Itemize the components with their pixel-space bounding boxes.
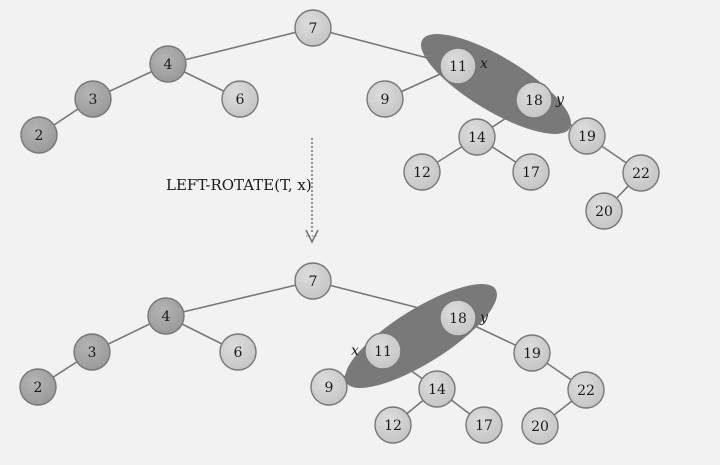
tree-node-after-7: 7 [294,262,332,300]
tree-node-after-9: 9 [310,368,348,406]
node-circle [74,80,112,118]
tree-node-after-19: 19 [513,334,551,372]
tree-node-before-2: 2 [20,116,58,154]
tree-node-before-7: 7 [294,9,332,47]
tree-node-after-12: 12 [374,406,412,444]
node-circle [458,118,496,156]
node-key: 2 [35,128,44,144]
rotation-highlight-before [420,34,572,134]
node-key: 17 [522,165,540,181]
tree-edge-after-7-18 [312,280,459,319]
tree-node-after-20: 20 [521,407,559,445]
node-circle [439,47,477,85]
tree-node-before-6: 6 [221,80,259,118]
nodes-layer: 7 4 3 2 6 11 x 9 18 y 14 12 17 19 22 20 7 4 3 2 6 18 y 11 x 9 14 12… [19,9,660,445]
node-key: 11 [449,59,467,75]
node-circle [568,117,606,155]
tree-edge-after-7-4 [165,280,314,317]
node-circle [418,370,456,408]
edges-layer [37,27,642,427]
rotate-arrow [305,138,319,244]
tree-node-before-14: 14 [458,118,496,156]
node-key: 20 [595,204,613,220]
node-key: 2 [34,380,43,396]
tree-node-after-22: 22 [567,371,605,409]
tree-node-before-12: 12 [403,153,441,191]
node-key: 22 [632,166,650,182]
node-key: 18 [449,311,467,327]
node-key: 4 [164,57,173,73]
node-circle [567,371,605,409]
node-circle [294,9,332,47]
tree-edge-before-7-4 [167,27,314,65]
node-key: 4 [162,309,171,325]
node-key: 9 [381,92,390,108]
tree-node-before-4: 4 [149,45,187,83]
node-key: 22 [577,383,595,399]
node-circle [149,45,187,83]
tree-node-after-4: 4 [147,297,185,335]
node-circle [294,262,332,300]
node-key: 6 [236,92,245,108]
tree-node-before-22: 22 [622,154,660,192]
node-circle [310,368,348,406]
node-key: 11 [374,344,392,360]
node-key: 3 [89,92,98,108]
node-circle [403,153,441,191]
node-key: 9 [325,380,334,396]
tree-edge-before-7-11 [312,27,459,67]
node-key: 17 [475,418,493,434]
tree-node-before-9: 9 [366,80,404,118]
node-circle [19,368,57,406]
node-circle [374,406,412,444]
node-circle [73,333,111,371]
node-key: 12 [384,418,402,434]
node-circle [366,80,404,118]
tree-node-after-3: 3 [73,333,111,371]
tree-node-before-11: 11 x [439,47,488,85]
node-key: 19 [523,346,541,362]
node-key: 3 [88,345,97,361]
node-circle [521,407,559,445]
node-circle [622,154,660,192]
node-tag-x: x [480,56,488,72]
node-circle [147,297,185,335]
node-tag-y: y [555,92,565,108]
node-key: 14 [468,130,486,146]
tree-node-before-17: 17 [512,153,550,191]
node-circle [20,116,58,154]
node-circle [513,334,551,372]
node-circle [465,406,503,444]
tree-node-after-11: 11 x [351,332,402,370]
node-circle [439,299,477,337]
node-key: 20 [531,419,549,435]
tree-node-after-2: 2 [19,368,57,406]
node-circle [512,153,550,191]
node-tag-x: x [351,343,359,359]
node-key: 12 [413,165,431,181]
node-key: 14 [428,382,446,398]
tree-node-after-6: 6 [219,333,257,371]
tree-node-before-18: 18 y [515,81,565,119]
node-key: 18 [525,93,543,109]
node-key: 6 [234,345,243,361]
node-tag-y: y [479,310,489,326]
node-circle [364,332,402,370]
node-key: 7 [309,21,318,37]
tree-node-after-18: 18 y [439,299,489,337]
node-circle [515,81,553,119]
node-circle [221,80,259,118]
tree-node-before-19: 19 [568,117,606,155]
tree-node-after-17: 17 [465,406,503,444]
tree-node-before-3: 3 [74,80,112,118]
tree-node-before-20: 20 [585,192,623,230]
node-key: 19 [578,129,596,145]
node-key: 7 [309,274,318,290]
operation-label: LEFT-ROTATE(T, x) [166,176,312,194]
tree-node-after-14: 14 [418,370,456,408]
node-circle [219,333,257,371]
node-circle [585,192,623,230]
